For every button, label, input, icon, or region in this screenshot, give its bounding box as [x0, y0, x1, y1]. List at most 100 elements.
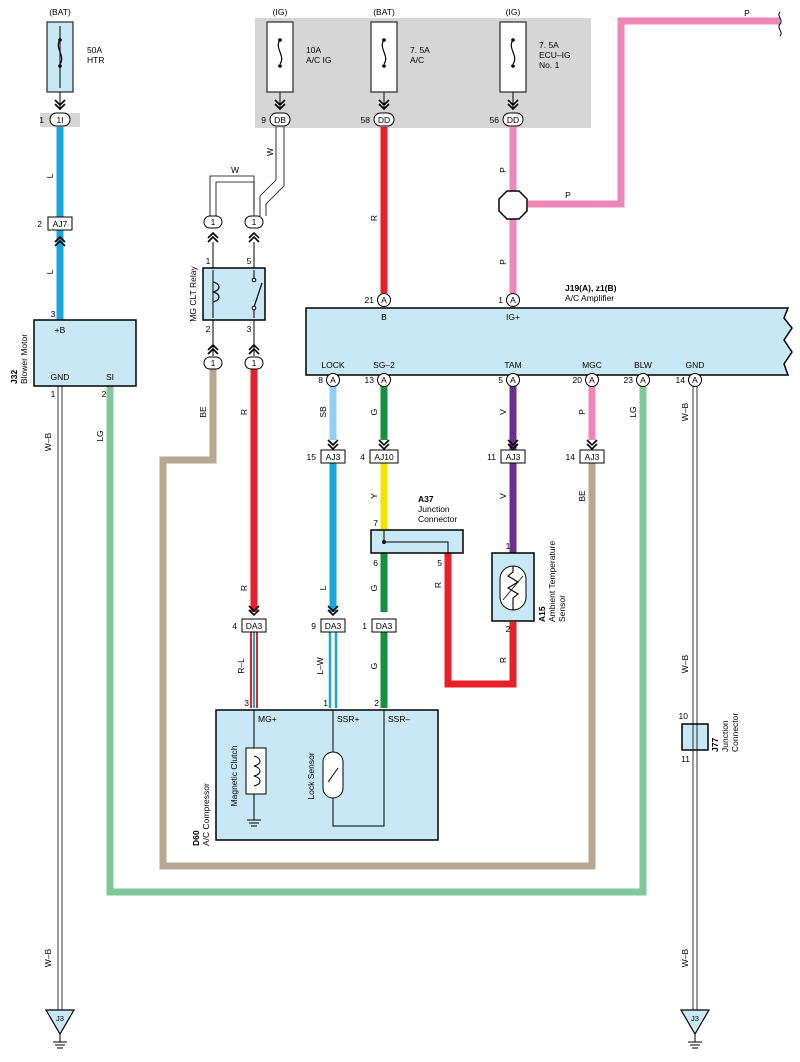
thermistor-icon: [506, 566, 520, 610]
lock-sensor-label: Lock Sensor: [306, 752, 316, 799]
fuse-ac-ig-source: (IG): [273, 7, 288, 17]
label-wire-wb-left-2: W–B: [43, 948, 53, 967]
label-wire-lg-right: LG: [628, 406, 638, 417]
wire-red-sensor: [444, 553, 517, 688]
svg-text:Connector: Connector: [418, 514, 457, 524]
clutch-coil-icon: [253, 755, 261, 787]
label-wire-be: BE: [198, 406, 208, 418]
svg-text:Junction: Junction: [418, 504, 450, 514]
svg-text:A: A: [692, 375, 698, 385]
svg-text:A: A: [510, 295, 516, 305]
ac-amplifier: J19(A), z1(B) A/C Amplifier B IG+ LOCK S…: [305, 283, 793, 387]
fuse-icon: [381, 39, 387, 65]
relay-switch-icon: [253, 282, 263, 308]
svg-text:11: 11: [487, 452, 496, 462]
svg-text:23: 23: [624, 375, 634, 385]
svg-text:SSR+: SSR+: [337, 714, 359, 724]
svg-text:Junction: Junction: [720, 720, 730, 752]
relay-input-connectors: 1 1: [203, 215, 264, 268]
svg-text:1: 1: [323, 698, 328, 708]
connector-dd-56: DD 56: [490, 112, 524, 127]
fuse-ecu-ig-source: (IG): [506, 7, 521, 17]
svg-text:8: 8: [318, 375, 323, 385]
svg-text:A: A: [589, 375, 595, 385]
svg-text:1: 1: [506, 541, 511, 551]
fuse-ac-name: A/C: [410, 55, 424, 65]
splice-point-icon: [498, 190, 528, 220]
svg-text:6: 6: [373, 558, 378, 568]
svg-text:DA3: DA3: [246, 621, 263, 631]
svg-text:2: 2: [37, 219, 42, 229]
connector-db: DB 9: [261, 112, 291, 127]
fuse-ecu-ig: (IG) 7. 5A ECU–IG No. 1: [499, 7, 571, 93]
relay-label: MG CLT Relay: [188, 266, 198, 322]
label-wire-wb-right-1: W–B: [680, 402, 690, 421]
fuse-ac-source: (BAT): [373, 7, 395, 17]
fuse-htr-name: HTR: [87, 55, 104, 65]
fuse-ecu-ig-name2: No. 1: [539, 60, 560, 70]
connector-aj3-lock: AJ3 15: [307, 449, 346, 464]
label-wire-w-v: W: [265, 148, 275, 156]
svg-text:5: 5: [247, 256, 252, 266]
mg-clt-relay: 1 5 2 3 MG CLT Relay: [188, 256, 266, 334]
label-wire-p-1: P: [498, 167, 508, 173]
relay-coil-icon: [212, 281, 220, 303]
label-wire-rl: R–L: [236, 658, 246, 674]
svg-text:AJ3: AJ3: [506, 452, 521, 462]
svg-text:A: A: [381, 295, 387, 305]
svg-text:1: 1: [51, 389, 56, 399]
svg-text:A: A: [330, 375, 336, 385]
fuse-ecu-ig-name: ECU–IG: [539, 50, 571, 60]
label-wire-l-2: L: [45, 269, 55, 274]
fuse-htr-source: (BAT): [49, 7, 71, 17]
connector-dd-58: DD 58: [361, 112, 395, 127]
wire-white-1: [259, 127, 277, 216]
svg-text:AJ3: AJ3: [585, 452, 600, 462]
ground-point-right: J3: [679, 1009, 711, 1049]
ground-point-left: J3: [44, 1009, 76, 1049]
fuse-icon: [510, 39, 516, 65]
svg-text:Sensor: Sensor: [557, 595, 567, 622]
fuse-htr-rating: 50A: [87, 45, 102, 55]
connector-aj10: AJ10 4: [360, 449, 399, 464]
svg-text:DA3: DA3: [325, 621, 342, 631]
label-wire-sb: SB: [318, 406, 328, 418]
wire-white-loop-inner: [215, 181, 255, 216]
svg-text:15: 15: [307, 452, 317, 462]
blower-motor: +B GND SI 3 1 2 J32 Blower Motor: [9, 309, 137, 399]
wire-white-2: [265, 127, 285, 216]
svg-text:1I: 1I: [56, 115, 63, 125]
svg-text:LOCK: LOCK: [321, 360, 344, 370]
connector-aj3-tam: AJ3 11: [487, 449, 526, 464]
svg-text:1: 1: [211, 358, 216, 368]
svg-text:21: 21: [365, 295, 375, 305]
svg-text:2: 2: [374, 698, 379, 708]
svg-text:1: 1: [39, 115, 44, 125]
svg-text:DD: DD: [507, 115, 519, 125]
label-wire-p-2: P: [498, 259, 508, 265]
label-wire-r-sensor: R: [433, 582, 443, 588]
svg-text:DA3: DA3: [376, 621, 393, 631]
label-wire-v-2: V: [498, 493, 508, 499]
svg-text:9: 9: [261, 115, 266, 125]
fuse-icon: [57, 39, 63, 65]
svg-text:BLW: BLW: [634, 360, 652, 370]
ac-compressor: 3 1 2 MG+ SSR+ SSR– Magnetic Clutch Lock…: [191, 698, 439, 846]
ground-icon: [687, 1033, 703, 1049]
label-wire-lg-left: LG: [95, 430, 105, 441]
label-wire-p-4: P: [744, 8, 750, 18]
fuse-ac-ig: (IG) 10A A/C IG: [266, 7, 332, 93]
svg-text:J3: J3: [56, 1014, 64, 1023]
svg-text:DD: DD: [378, 115, 390, 125]
label-wire-p-3: P: [565, 190, 571, 200]
svg-text:A15: A15: [537, 606, 547, 622]
fuse-ac-ig-rating: 10A: [306, 45, 321, 55]
label-wire-g-3: G: [369, 663, 379, 670]
label-wire-be-mgc: BE: [577, 490, 587, 502]
svg-text:1: 1: [252, 358, 257, 368]
svg-text:AJ3: AJ3: [326, 452, 341, 462]
connector-da3-2: DA3 9: [311, 618, 346, 633]
label-wire-r-sensor-2: R: [498, 657, 508, 663]
svg-text:GND: GND: [51, 372, 70, 382]
